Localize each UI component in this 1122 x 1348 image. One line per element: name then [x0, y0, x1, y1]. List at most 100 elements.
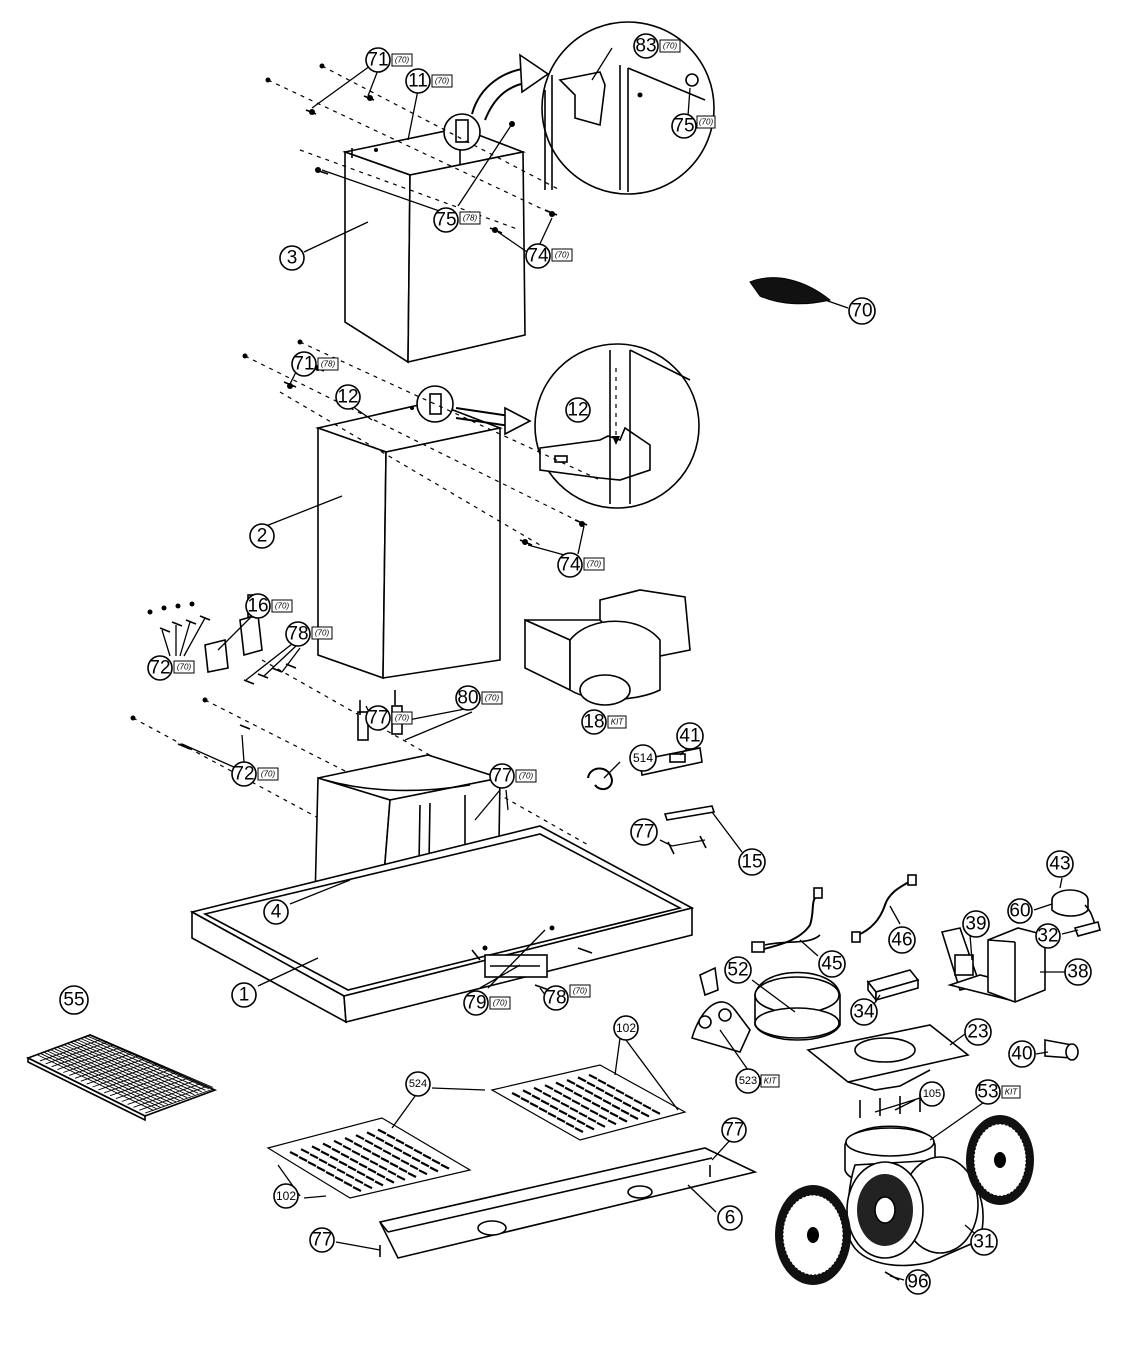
- svg-text:23: 23: [967, 1022, 988, 1043]
- svg-text:55: 55: [63, 990, 84, 1011]
- callout-78: 78(70): [285, 621, 333, 647]
- svg-text:KIT: KIT: [611, 718, 625, 727]
- svg-text:12: 12: [567, 400, 588, 421]
- svg-text:(70): (70): [663, 42, 678, 51]
- callout-12: 12: [335, 384, 361, 410]
- svg-text:46: 46: [891, 930, 912, 951]
- svg-text:43: 43: [1049, 854, 1070, 875]
- svg-text:52: 52: [727, 960, 748, 981]
- control-panel-523: [691, 966, 751, 1053]
- svg-text:(70): (70): [395, 714, 410, 723]
- svg-text:6: 6: [725, 1208, 736, 1229]
- svg-text:74: 74: [527, 246, 549, 267]
- bracket-detail-upper: [443, 21, 715, 195]
- svg-text:(78): (78): [321, 360, 336, 369]
- callout-71: 71 (70): [365, 47, 413, 73]
- light-43-switch-60-32: [1051, 889, 1101, 937]
- duct-kit: [524, 589, 691, 706]
- svg-text:(70): (70): [315, 629, 330, 638]
- callout-23: 23: [964, 1018, 992, 1046]
- callout-46: 46: [888, 926, 916, 954]
- callout-38: 38: [1064, 958, 1092, 986]
- callout-1: 1: [231, 982, 257, 1008]
- callout-72: 72 (70): [231, 761, 279, 787]
- svg-text:(70): (70): [177, 663, 192, 672]
- callout-34: 34: [850, 998, 878, 1026]
- callout-83: 83 (70): [633, 33, 681, 59]
- svg-text:(70): (70): [519, 772, 534, 781]
- callout-39: 39: [962, 910, 990, 938]
- svg-text:31: 31: [973, 1232, 994, 1253]
- svg-text:12: 12: [337, 387, 358, 408]
- svg-text:(70): (70): [555, 251, 570, 260]
- callout-72: 72(70): [147, 655, 195, 681]
- svg-text:78: 78: [545, 988, 566, 1009]
- svg-text:34: 34: [853, 1002, 875, 1023]
- svg-text:KIT: KIT: [1005, 1088, 1019, 1097]
- svg-text:83: 83: [635, 36, 656, 57]
- svg-text:71: 71: [367, 50, 388, 71]
- grease-filter-55: [25, 1033, 218, 1122]
- blower-cover-52: [754, 971, 841, 1041]
- svg-text:(70): (70): [261, 770, 276, 779]
- wiring-harnesses: [751, 874, 917, 953]
- lower-chimney-cover: [315, 385, 503, 680]
- svg-text:(70): (70): [699, 118, 714, 127]
- rail-6: [378, 1147, 758, 1259]
- svg-text:60: 60: [1009, 901, 1030, 922]
- callout-77: 77: [309, 1227, 335, 1253]
- svg-text:4: 4: [271, 902, 282, 923]
- svg-text:75: 75: [673, 116, 694, 137]
- svg-text:524: 524: [409, 1078, 427, 1090]
- callout-11: 11(70): [405, 68, 453, 94]
- callout-31: 31: [970, 1228, 998, 1256]
- svg-text:1: 1: [239, 985, 250, 1006]
- callout-77: 77(70): [489, 763, 537, 789]
- svg-text:(70): (70): [395, 56, 410, 65]
- svg-text:(70): (70): [275, 602, 290, 611]
- upper-chimney-cover: [342, 121, 526, 364]
- svg-text:(70): (70): [587, 560, 602, 569]
- callout-80: 80(70): [455, 685, 503, 711]
- callout-leaders: [161, 47, 1079, 1281]
- svg-text:41: 41: [679, 726, 700, 747]
- svg-text:77: 77: [311, 1230, 332, 1251]
- svg-text:77: 77: [633, 822, 654, 843]
- svg-text:102: 102: [276, 1189, 296, 1203]
- svg-text:80: 80: [457, 688, 478, 709]
- callout-71: 71 (78): [291, 351, 339, 377]
- svg-text:39: 39: [965, 914, 986, 935]
- svg-text:53: 53: [977, 1082, 998, 1103]
- callout-12: 12: [565, 397, 591, 423]
- svg-text:72: 72: [233, 764, 254, 785]
- callout-43: 43: [1046, 850, 1074, 878]
- svg-text:105: 105: [923, 1088, 941, 1100]
- callout-77: 77: [630, 818, 658, 846]
- callout-6: 6: [717, 1205, 743, 1231]
- callout-53: 53 KIT: [975, 1079, 1021, 1105]
- svg-text:3: 3: [287, 248, 298, 269]
- svg-text:(70): (70): [435, 77, 450, 86]
- svg-text:71: 71: [293, 354, 314, 375]
- svg-text:102: 102: [616, 1021, 636, 1035]
- grease-pad-70: [749, 277, 832, 305]
- svg-text:45: 45: [821, 954, 842, 975]
- svg-text:32: 32: [1037, 926, 1058, 947]
- bracket-detail-lower: [455, 343, 700, 509]
- callout-2: 2: [249, 523, 275, 549]
- blower-motor-31: [775, 1094, 1034, 1285]
- svg-text:15: 15: [741, 852, 762, 873]
- part-40-cylinder: [1044, 1039, 1079, 1061]
- callout-102: 102: [273, 1183, 299, 1209]
- svg-text:18: 18: [583, 712, 604, 733]
- callout-32: 32: [1035, 923, 1061, 949]
- svg-text:(78): (78): [463, 214, 478, 223]
- svg-text:(70): (70): [573, 987, 588, 996]
- callout-4: 4: [263, 899, 289, 925]
- svg-text:2: 2: [257, 526, 268, 547]
- svg-text:96: 96: [907, 1272, 928, 1293]
- hood-body: [189, 825, 695, 1024]
- callout-105: 105: [919, 1081, 945, 1107]
- callout-74: 74(70): [557, 552, 605, 578]
